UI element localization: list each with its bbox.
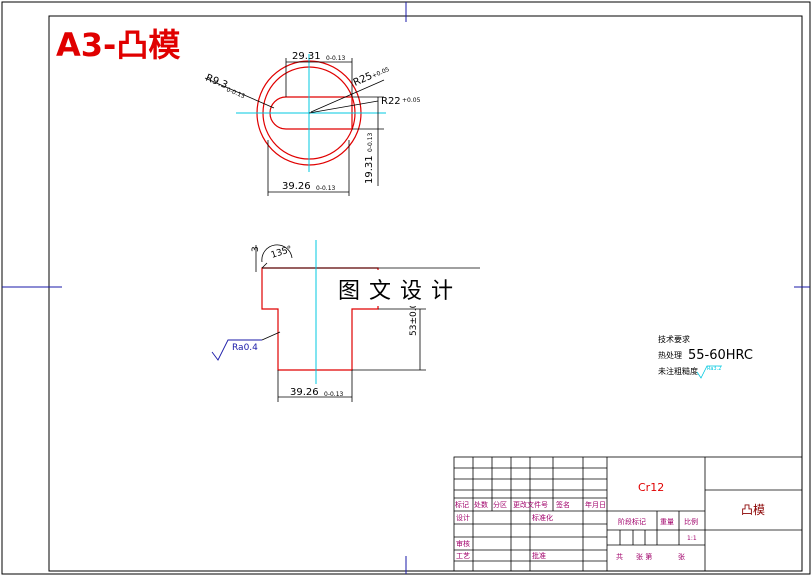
dim-top-tol: 0-0.13	[326, 55, 346, 62]
front-view: 3 135° 53±0.02 39.26 0-0.13 Ra0.4	[211, 240, 480, 402]
dim-top-value: 29.31	[292, 51, 321, 62]
watermark-bg	[330, 270, 480, 306]
tech-req-title: 技术要求	[658, 334, 690, 344]
watermark: 图 文 设 计	[338, 279, 454, 304]
tb-part-name: 凸模	[741, 503, 765, 517]
title-block-text: 标记 处数 分区 更改文件号 签名 年月日 设计 标准化 审核 工艺 批准 Cr…	[455, 481, 765, 561]
front-width-tol: 0-0.13	[324, 391, 344, 398]
tb-process: 工艺	[456, 552, 470, 560]
tb-standard: 标准化	[532, 513, 553, 522]
tb-stage: 阶段标记	[618, 517, 646, 526]
tb-sheet-label: 张 第	[636, 552, 652, 561]
drawing-title: A3-凸模	[56, 26, 180, 64]
dim-bottom-value: 39.26	[282, 181, 311, 192]
angle-label: 135°	[270, 245, 294, 261]
roughness-symbol	[696, 365, 722, 379]
tb-header-2: 分区	[493, 500, 507, 509]
centering-marks	[2, 2, 810, 574]
radius-large-tol: +0.05	[371, 66, 391, 80]
chamfer-label: 3	[251, 246, 261, 252]
dim-right-value: 19.31	[364, 155, 375, 184]
tb-sheets: 共	[616, 552, 623, 561]
tech-req-line2-label: 未注粗糙度	[658, 366, 698, 376]
tb-material: Cr12	[638, 481, 664, 494]
tb-scale-value: 1:1	[687, 535, 697, 542]
inner-frame	[48, 15, 803, 572]
tb-header-1: 处数	[474, 500, 488, 509]
radius-inner-label: R22	[381, 96, 401, 107]
dim-bottom-tol: 0-0.13	[316, 185, 336, 192]
roughness-label: Ra0.4	[232, 343, 258, 353]
title-block	[453, 456, 803, 572]
front-width-value: 39.26	[290, 387, 319, 398]
dim-right-tol: 0-0.13	[367, 132, 374, 152]
tech-req-line2-value: Ra3.2	[707, 366, 721, 372]
tech-requirements: 技术要求 热处理 55-60HRC 未注粗糙度 Ra3.2	[658, 334, 753, 379]
tb-header-3: 更改文件号	[513, 500, 548, 509]
top-view: 29.31 0-0.13 39.26 0-0.13 19.31 0-0.13 R…	[204, 51, 421, 196]
tech-req-line1-value: 55-60HRC	[688, 348, 753, 363]
tb-design: 设计	[456, 513, 470, 522]
tb-header-5: 年月日	[585, 500, 606, 509]
height-label: 53±0.02	[409, 297, 419, 336]
radius-small-tol: 0-0.13	[225, 86, 246, 100]
tb-weight: 重量	[660, 518, 674, 526]
tb-header-4: 签名	[556, 500, 570, 509]
tb-approve: 批准	[532, 551, 546, 560]
tb-review: 审核	[456, 539, 470, 548]
tb-sheet-end: 张	[678, 552, 685, 561]
tech-req-line1-label: 热处理	[658, 350, 682, 360]
tb-scale: 比例	[684, 517, 698, 526]
radius-inner-tol: +0.05	[402, 97, 421, 104]
radius-small-label: R9.3	[204, 73, 229, 92]
tb-header-0: 标记	[455, 500, 469, 509]
